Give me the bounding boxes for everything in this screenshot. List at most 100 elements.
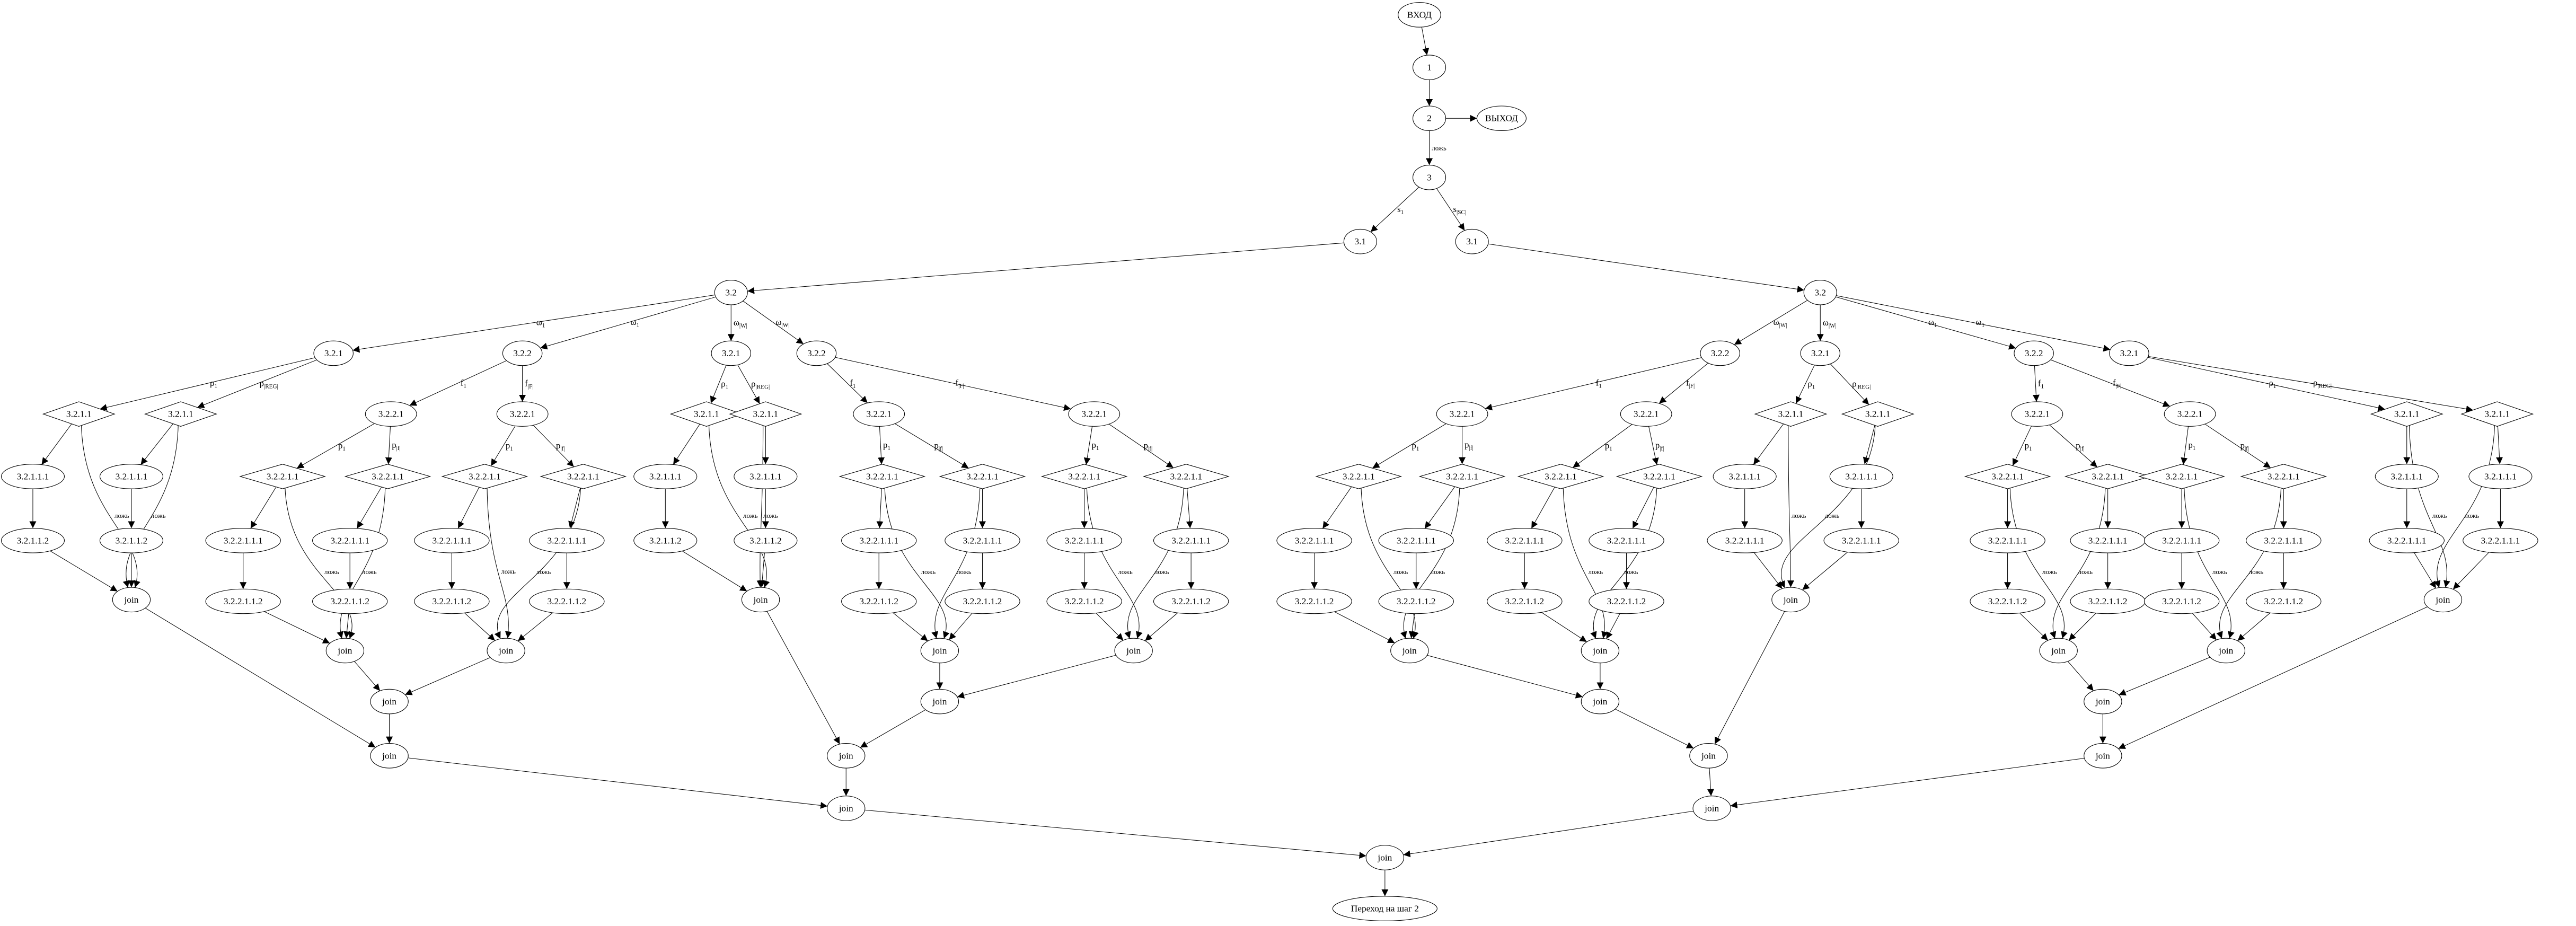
- process-node[interactable]: 3.2.2.1.1.2: [205, 588, 281, 614]
- process-node[interactable]: 3.2.1.1.1: [633, 464, 698, 489]
- process-node[interactable]: 3.2.1.1.1: [1, 464, 65, 489]
- join-node[interactable]: join: [1114, 638, 1153, 664]
- decision-node[interactable]: 3.2.2.1.1: [839, 464, 926, 489]
- process-node[interactable]: 3.2.2.1.1.1: [1276, 528, 1352, 553]
- process-node[interactable]: 3.2.2.1.1.1: [841, 528, 917, 553]
- process-node[interactable]: 3.2.2.1.1.2: [2143, 588, 2220, 614]
- process-node[interactable]: 3.2.2.1.1.1: [312, 528, 388, 553]
- process-node[interactable]: 3.2.2.1.1.1: [1707, 528, 1783, 553]
- process-node[interactable]: 3.2: [714, 279, 748, 305]
- process-node[interactable]: 3.2.1.1.1: [1829, 464, 1893, 489]
- process-node[interactable]: 3.2.2: [796, 340, 837, 366]
- decision-node[interactable]: 3.2.2.1.1: [1616, 464, 1703, 489]
- join-node[interactable]: join: [370, 689, 409, 715]
- process-node[interactable]: 3.2: [1803, 279, 1837, 305]
- process-node[interactable]: 3.2.2.1.1.2: [1276, 588, 1352, 614]
- process-node[interactable]: 3.2.2.1.1.1: [205, 528, 281, 553]
- process-node[interactable]: 3.2.2.1.1.1: [1823, 528, 1899, 553]
- process-node[interactable]: 3.2.2.1: [2164, 401, 2216, 427]
- join-node[interactable]: join: [2084, 689, 2122, 715]
- decision-node[interactable]: 3.2.2.1.1: [1964, 464, 2051, 489]
- decision-node[interactable]: 3.2.1.1: [42, 401, 116, 427]
- process-node[interactable]: 3.2.1.1.1: [2375, 464, 2439, 489]
- join-node[interactable]: join: [1771, 587, 1810, 613]
- process-node[interactable]: ВХОД: [1398, 2, 1441, 28]
- process-node[interactable]: 3.2.2.1.1.2: [2246, 588, 2322, 614]
- join-node[interactable]: join: [1692, 796, 1731, 821]
- process-node[interactable]: 3: [1413, 165, 1446, 190]
- join-node[interactable]: join: [487, 638, 525, 664]
- decision-node[interactable]: 3.2.2.1.1: [441, 464, 528, 489]
- process-node[interactable]: 3.1: [1343, 228, 1377, 254]
- process-node[interactable]: 3.2.1.1.2: [99, 528, 164, 553]
- process-node[interactable]: 3.2.2.1.1.2: [1970, 588, 2045, 614]
- join-node[interactable]: join: [920, 689, 959, 715]
- process-node[interactable]: 3.2.2.1.1.1: [1153, 528, 1229, 553]
- join-node[interactable]: join: [1689, 743, 1728, 769]
- decision-node[interactable]: 3.2.1.1: [669, 401, 743, 427]
- process-node[interactable]: 3.2.2.1.1.2: [841, 588, 917, 614]
- process-node[interactable]: 3.2.2.1.1.1: [414, 528, 490, 553]
- process-node[interactable]: 1: [1413, 55, 1446, 80]
- process-node[interactable]: 3.2.2.1.1.2: [529, 588, 605, 614]
- decision-node[interactable]: 3.2.2.1.1: [2240, 464, 2327, 489]
- decision-node[interactable]: 3.2.2.1.1: [2064, 464, 2151, 489]
- join-node[interactable]: join: [2207, 638, 2245, 664]
- process-node[interactable]: 3.2.2.1.1.2: [414, 588, 490, 614]
- process-node[interactable]: 3.2.2: [502, 340, 543, 366]
- process-node[interactable]: 3.2.2.1.1.1: [1970, 528, 2045, 553]
- process-node[interactable]: 3.2.2.1.1.1: [2070, 528, 2146, 553]
- join-node[interactable]: join: [920, 638, 959, 664]
- join-node[interactable]: join: [2039, 638, 2078, 664]
- join-node[interactable]: join: [325, 638, 365, 664]
- decision-node[interactable]: 3.2.1.1: [1841, 401, 1915, 427]
- join-node[interactable]: join: [370, 743, 409, 769]
- process-node[interactable]: 3.2.2.1: [1620, 401, 1672, 427]
- process-node[interactable]: 3.2.2.1: [1436, 401, 1488, 427]
- process-node[interactable]: 3.2.2.1.1.1: [529, 528, 605, 553]
- process-node[interactable]: Переход на шаг 2: [1332, 896, 1437, 921]
- process-node[interactable]: 3.2.2.1.1.2: [1378, 588, 1454, 614]
- process-node[interactable]: 3.2.1.1.1: [2468, 464, 2533, 489]
- process-node[interactable]: 3.2.2.1: [496, 401, 549, 427]
- process-node[interactable]: 3.2.2.1.1.2: [1589, 588, 1664, 614]
- decision-node[interactable]: 3.2.2.1.1: [1517, 464, 1604, 489]
- decision-node[interactable]: 3.2.2.1.1: [1040, 464, 1128, 489]
- decision-node[interactable]: 3.2.1.1: [144, 401, 217, 427]
- decision-node[interactable]: 3.2.2.1.1: [2138, 464, 2226, 489]
- process-node[interactable]: 3.2.2.1.1.1: [2246, 528, 2322, 553]
- process-node[interactable]: 2: [1413, 105, 1446, 131]
- process-node[interactable]: 3.2.2.1.1.1: [2143, 528, 2220, 553]
- process-node[interactable]: 3.2.1.1.1: [734, 464, 798, 489]
- join-node[interactable]: join: [741, 587, 780, 613]
- process-node[interactable]: 3.2.2.1.1.2: [1487, 588, 1563, 614]
- decision-node[interactable]: 3.2.2.1.1: [1142, 464, 1230, 489]
- process-node[interactable]: 3.2.2.1.1.1: [2369, 528, 2445, 553]
- process-node[interactable]: 3.2.1.1.2: [633, 528, 698, 553]
- join-node[interactable]: join: [1581, 689, 1620, 715]
- decision-node[interactable]: 3.2.2.1.1: [344, 464, 431, 489]
- decision-node[interactable]: 3.2.2.1.1: [239, 464, 327, 489]
- join-node[interactable]: join: [827, 796, 866, 821]
- process-node[interactable]: 3.2.2.1.1.2: [2070, 588, 2146, 614]
- decision-node[interactable]: 3.2.1.1: [2460, 401, 2534, 427]
- process-node[interactable]: 3.2.2.1.1.1: [1378, 528, 1454, 553]
- join-node[interactable]: join: [2084, 743, 2122, 769]
- process-node[interactable]: 3.2.1: [711, 340, 752, 366]
- process-node[interactable]: 3.2.2.1.1.2: [1153, 588, 1229, 614]
- process-node[interactable]: 3.2.2.1.1.2: [945, 588, 1020, 614]
- process-node[interactable]: 3.2.2.1.1.2: [1046, 588, 1122, 614]
- join-node[interactable]: join: [1365, 845, 1405, 870]
- process-node[interactable]: 3.2.1.1.1: [99, 464, 164, 489]
- decision-node[interactable]: 3.2.1.1: [729, 401, 802, 427]
- decision-node[interactable]: 3.2.2.1.1: [1418, 464, 1506, 489]
- join-node[interactable]: join: [112, 587, 151, 613]
- process-node[interactable]: ВЫХОД: [1476, 105, 1527, 131]
- process-node[interactable]: 3.2.1: [313, 340, 354, 366]
- join-node[interactable]: join: [827, 743, 866, 769]
- decision-node[interactable]: 3.2.2.1.1: [540, 464, 627, 489]
- process-node[interactable]: 3.2.1: [2109, 340, 2149, 366]
- decision-node[interactable]: 3.2.2.1.1: [1315, 464, 1402, 489]
- process-node[interactable]: 3.1: [1455, 228, 1489, 254]
- decision-node[interactable]: 3.2.1.1: [2370, 401, 2443, 427]
